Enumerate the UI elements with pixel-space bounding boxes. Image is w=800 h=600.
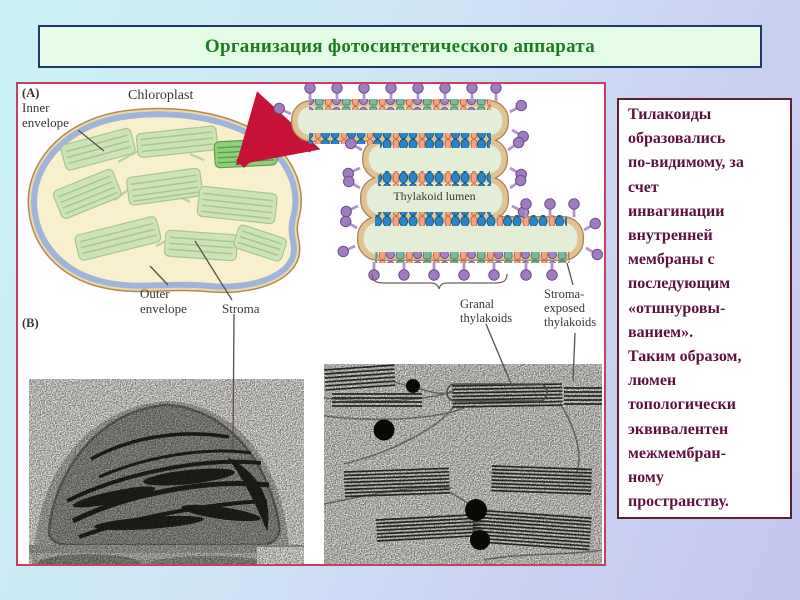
panel-a-label: (A) xyxy=(22,86,40,100)
panel-b-label: (B) xyxy=(22,316,39,330)
slide-title: Организация фотосинтетического аппарата xyxy=(204,35,596,57)
granal-stack-outline xyxy=(446,383,548,402)
em-photo-grana xyxy=(324,364,602,564)
granal-brace xyxy=(371,273,508,290)
zoom-arrow xyxy=(235,91,321,169)
slide-title-box: Организация фотосинтетического аппарата xyxy=(38,25,762,68)
em-photo-chloroplast xyxy=(29,379,304,564)
thylakoid-lumen-label: Thylakoid lumen xyxy=(393,189,476,203)
membrane-proteins xyxy=(309,99,570,263)
grana-stacks xyxy=(52,125,287,262)
chloroplast-diagram xyxy=(27,107,302,294)
thylakoid-diagram xyxy=(271,84,604,290)
stroma-label: Stroma xyxy=(222,301,260,316)
chloroplast-label: Chloroplast xyxy=(128,88,194,103)
pointer-lines xyxy=(77,129,576,451)
figure-art xyxy=(27,84,604,564)
